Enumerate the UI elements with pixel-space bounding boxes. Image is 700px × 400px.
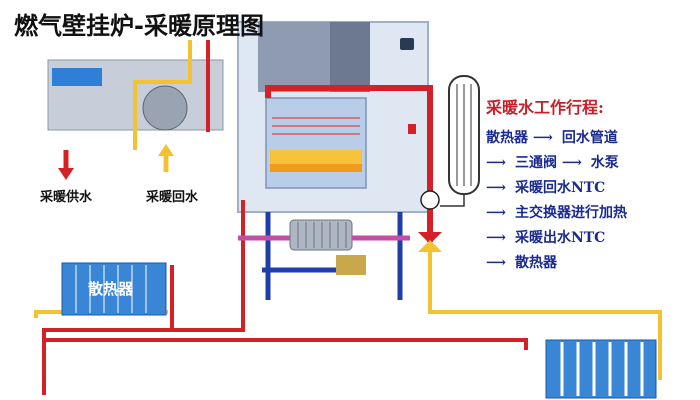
flue-hood — [330, 22, 370, 92]
radiator-left-fins — [75, 265, 147, 313]
supply-label: 采暖供水 — [40, 190, 93, 205]
exchanger-plates — [297, 222, 347, 248]
three-way-valve — [418, 232, 442, 244]
hydraulic-block — [336, 255, 366, 275]
step-text: 散热器 — [514, 255, 557, 271]
arrow-icon: ⟶ — [486, 230, 507, 246]
step-next: 水泵 — [590, 155, 619, 171]
process-step: ⟶ 采暖回水NTC — [486, 176, 691, 201]
step-text: 采暖回水NTC — [514, 180, 606, 196]
diagram-title: 燃气壁挂炉-采暖原理图 — [14, 12, 264, 40]
three-way-valve-lower — [418, 240, 442, 252]
step-text: 散热器 — [486, 130, 528, 146]
return-pipe-yellow — [428, 252, 662, 380]
step-text: 采暖出水NTC — [514, 230, 606, 246]
plate-heat-exchanger — [289, 219, 353, 251]
vessel-pipe — [440, 194, 465, 207]
heat-fins — [272, 117, 360, 135]
pressure-gauge-icon — [400, 38, 414, 50]
arrow-icon: ⟶ — [561, 155, 582, 171]
arrow-icon: ⟶ — [532, 130, 553, 146]
hot-flow-pipe — [265, 85, 433, 242]
return-label: 采暖回水 — [146, 190, 199, 205]
burner-base — [270, 164, 362, 172]
burner — [270, 150, 362, 164]
process-step: ⟶ 三通阀 ⟶ 水泵 — [486, 151, 691, 176]
process-step: 散热器 ⟶ 回水管道 — [486, 126, 691, 151]
arrow-icon: ⟶ — [486, 205, 507, 221]
step-text: 三通阀 — [514, 155, 557, 171]
step-text: 主交换器进行加热 — [514, 205, 627, 221]
radiator-label: 散热器 — [88, 280, 134, 298]
process-title: 采暖水工作行程: — [486, 98, 604, 117]
process-step: ⟶ 散热器 — [486, 251, 691, 276]
flow-ntc — [408, 124, 416, 134]
supply-pipe-bottom — [42, 338, 528, 395]
arrow-icon: ⟶ — [486, 155, 507, 171]
radiator-right — [545, 339, 657, 399]
pump-housing — [142, 85, 188, 131]
gas-valve — [52, 68, 102, 86]
return-arrow-icon — [158, 144, 174, 156]
arrow-icon: ⟶ — [486, 180, 507, 196]
radiator-right-fins — [560, 342, 644, 396]
arrow-icon: ⟶ — [486, 255, 507, 271]
process-step: ⟶ 采暖出水NTC — [486, 226, 691, 251]
combustion-chamber — [265, 97, 367, 189]
step-next: 回水管道 — [561, 130, 618, 146]
supply-arrow-icon — [58, 168, 74, 180]
radiator-left — [61, 262, 167, 316]
return-pipe-upper — [133, 40, 192, 150]
process-panel: 采暖水工作行程: 散热器 ⟶ 回水管道 ⟶ 三通阀 ⟶ 水泵 ⟶ 采暖回水NTC… — [486, 94, 691, 276]
process-step: ⟶ 主交换器进行加热 — [486, 201, 691, 226]
circulation-pump — [420, 190, 440, 210]
